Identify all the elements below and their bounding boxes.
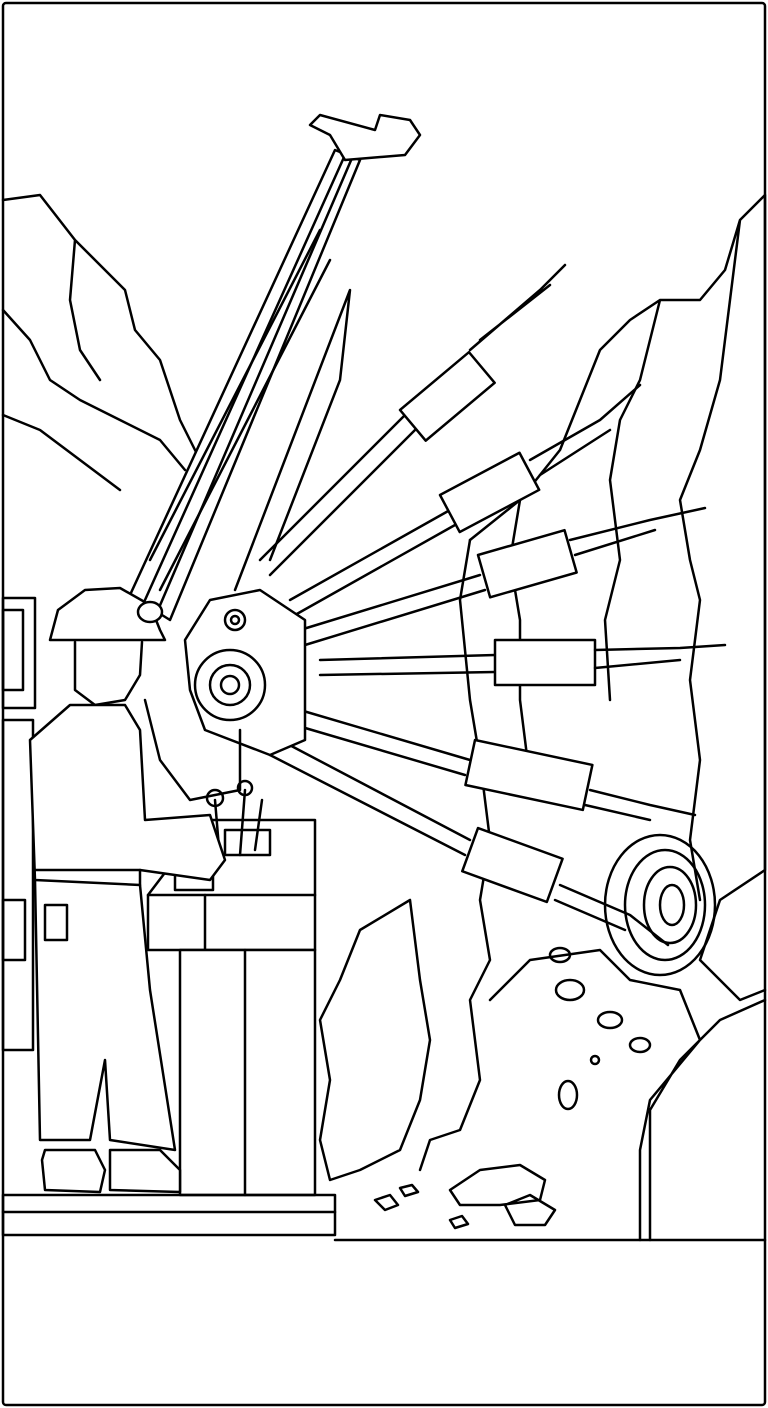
right-cliff	[468, 193, 767, 1002]
boots	[40, 1148, 182, 1194]
drill-hub	[143, 588, 307, 802]
face	[73, 640, 144, 707]
control-levers	[205, 779, 272, 862]
miner-operator	[28, 586, 227, 1194]
machine-left	[1, 596, 37, 1052]
drill-arm-6	[268, 738, 670, 947]
drill-arm-2	[288, 383, 642, 617]
drill-arm-4	[318, 638, 727, 687]
center-rock	[318, 498, 532, 1182]
rock-pile	[373, 1163, 557, 1230]
base-platform	[1, 1193, 337, 1237]
torso	[28, 703, 227, 887]
rubble-slope	[488, 948, 767, 1242]
drill-arm-3	[298, 506, 707, 647]
drill-mast	[128, 113, 422, 622]
tunnel-hole	[603, 833, 717, 977]
fallen-rocks	[548, 946, 652, 1111]
mast-head	[308, 113, 422, 162]
left-cliff	[1, 193, 202, 492]
hard-hat	[48, 586, 167, 642]
drill-arms	[258, 263, 727, 947]
drill-arm-1	[258, 263, 567, 577]
drill-arm-5	[293, 708, 697, 822]
headlamp	[136, 600, 164, 624]
